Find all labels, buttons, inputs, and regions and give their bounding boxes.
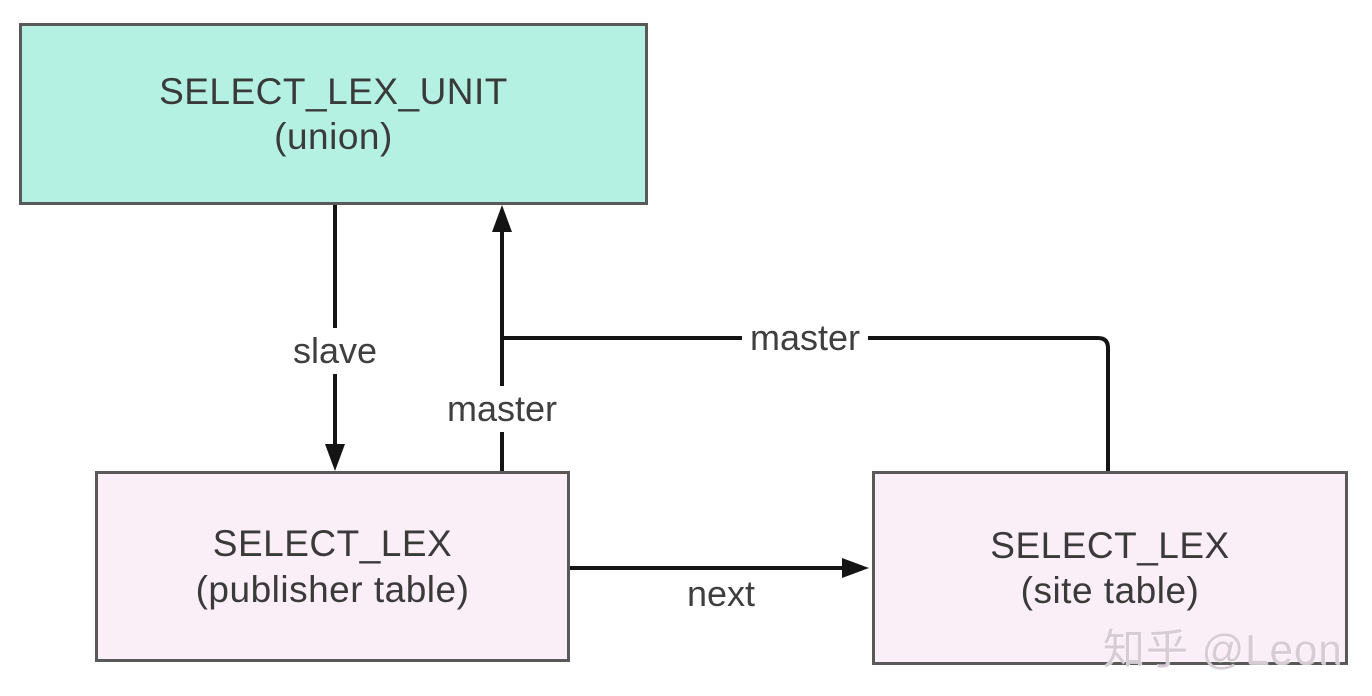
edge-label-next: next	[686, 573, 756, 614]
node-select-lex-unit-subtitle: (union)	[274, 116, 393, 157]
node-select-lex-publisher: SELECT_LEX (publisher table)	[95, 471, 570, 662]
node-select-lex-site: SELECT_LEX (site table)	[872, 471, 1348, 665]
edge-label-master-vertical: master	[438, 386, 566, 432]
edge-label-slave: slave	[284, 328, 386, 374]
node-select-lex-unit-title: SELECT_LEX_UNIT	[159, 70, 508, 112]
node-select-lex-publisher-title: SELECT_LEX	[212, 523, 453, 565]
edge-master-elbow-line	[502, 336, 1110, 471]
node-select-lex-site-title: SELECT_LEX	[990, 524, 1230, 566]
edge-slave-arrowhead-down-icon	[325, 444, 345, 471]
node-select-lex-publisher-subtitle: (publisher table)	[195, 568, 470, 610]
edge-master-arrowhead-up-icon	[492, 205, 512, 232]
watermark: 知乎 @Leon	[1103, 626, 1343, 673]
node-select-lex-site-subtitle: (site table)	[1020, 570, 1200, 611]
edge-label-master-horizontal: master	[741, 315, 869, 361]
node-select-lex-unit: SELECT_LEX_UNIT (union)	[19, 23, 648, 205]
edge-next-arrowhead-right-icon	[842, 558, 869, 578]
